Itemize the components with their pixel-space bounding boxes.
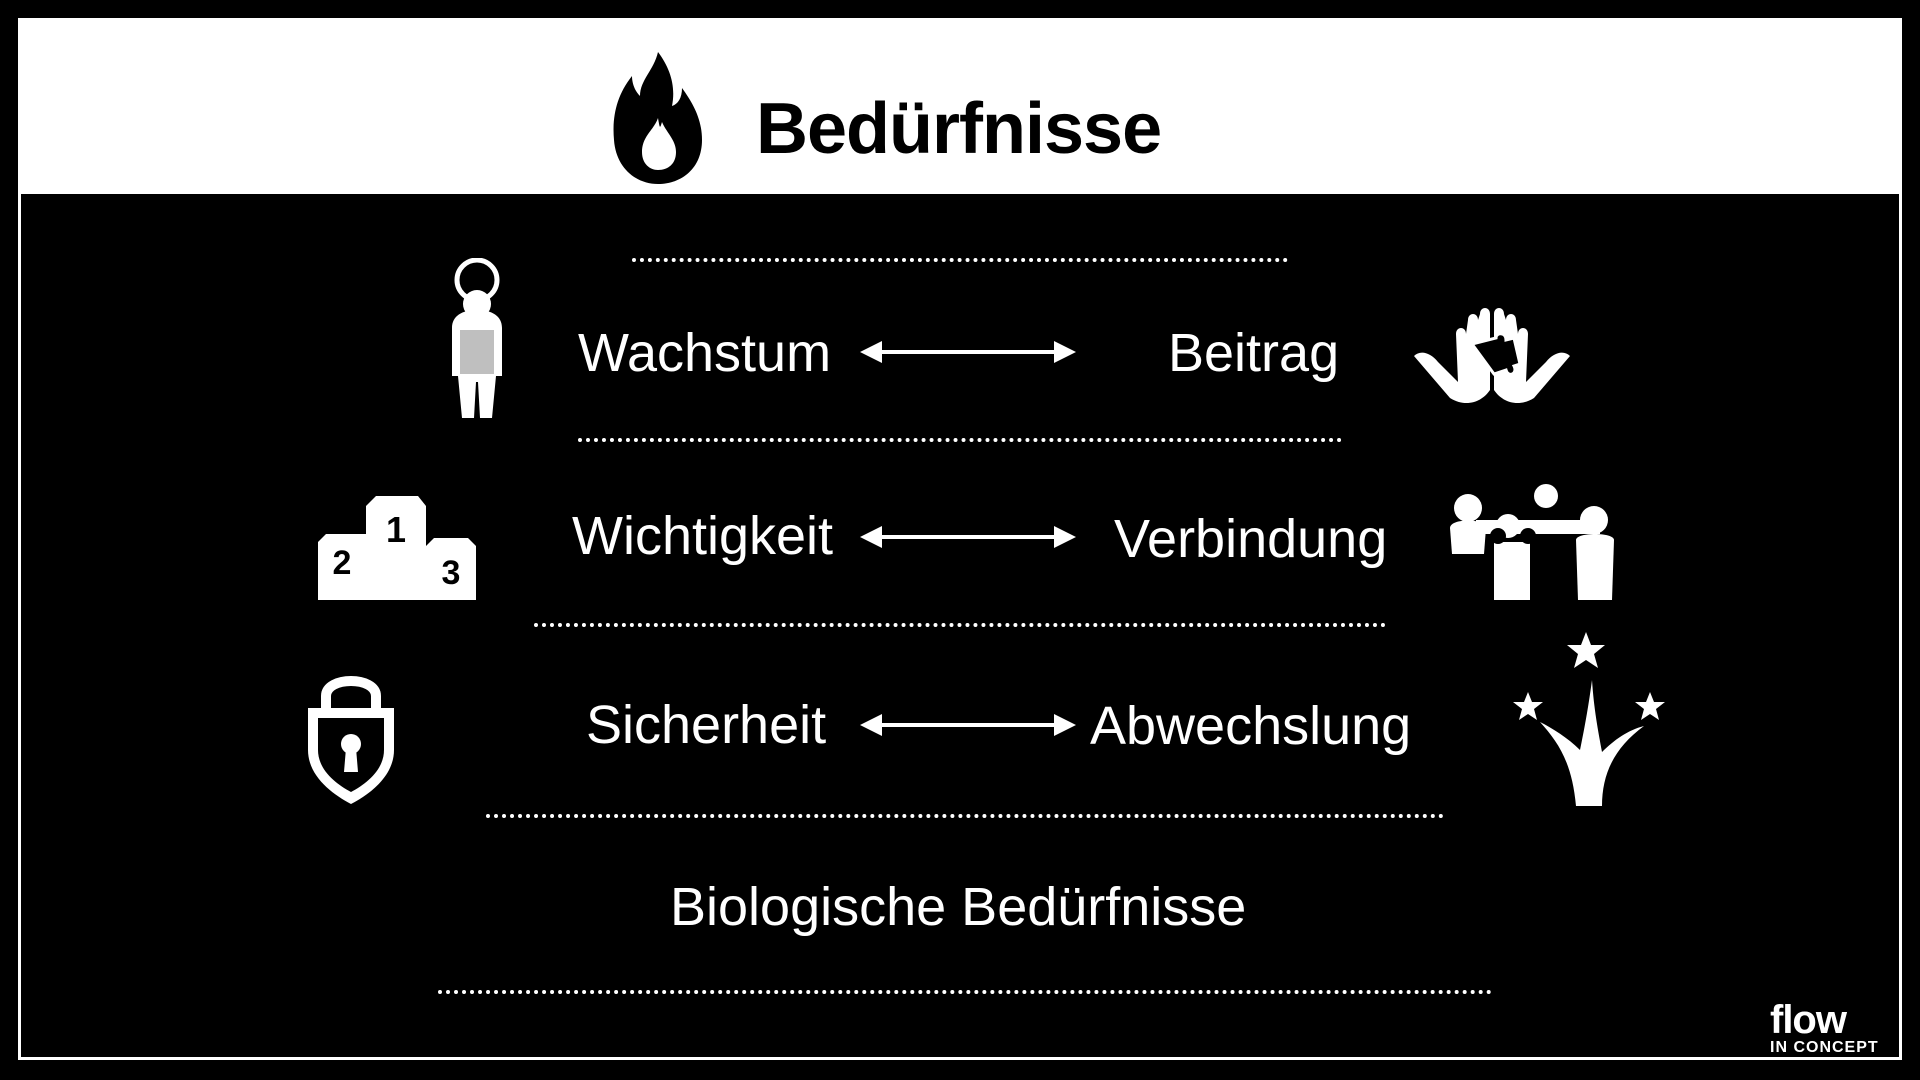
main-panel [18, 194, 1902, 1060]
person-growth-icon [452, 258, 502, 418]
svg-text:2: 2 [333, 544, 352, 582]
separator-dots [486, 814, 1444, 818]
svg-text:3: 3 [442, 554, 461, 592]
separator-dots [438, 990, 1492, 994]
logo-subtitle: IN CONCEPT [1770, 1039, 1879, 1056]
flow-in-concept-logo: flow IN CONCEPT [1770, 1000, 1902, 1060]
separator-dots [534, 623, 1386, 627]
label-beitrag: Beitrag [1168, 323, 1340, 383]
label-sicherheit: Sicherheit [586, 695, 827, 755]
double-arrow-icon [860, 526, 1076, 548]
header-bar: Bedürfnisse [18, 18, 1902, 194]
label-abwechslung: Abwechslung [1090, 696, 1412, 756]
logo-word: flow [1770, 998, 1847, 1042]
double-arrow-icon [860, 714, 1076, 736]
stars-sprout-icon [1513, 632, 1665, 806]
padlock-shield-icon [308, 676, 394, 804]
hands-puzzle-icon [1414, 308, 1570, 404]
label-wichtigkeit: Wichtigkeit [572, 506, 834, 566]
label-wachstum: Wachstum [578, 323, 832, 383]
label-verbindung: Verbindung [1114, 509, 1388, 569]
flame-icon [613, 52, 702, 184]
svg-text:1: 1 [386, 509, 406, 550]
label-biologische-beduerfnisse: Biologische Bedürfnisse [670, 877, 1247, 937]
people-group-icon [1450, 484, 1614, 600]
double-arrow-icon [860, 341, 1076, 363]
separator-dots [632, 258, 1288, 262]
separator-dots [578, 438, 1342, 442]
podium-icon: 2 1 3 [318, 496, 476, 600]
page-title: Bedürfnisse [756, 89, 1162, 169]
